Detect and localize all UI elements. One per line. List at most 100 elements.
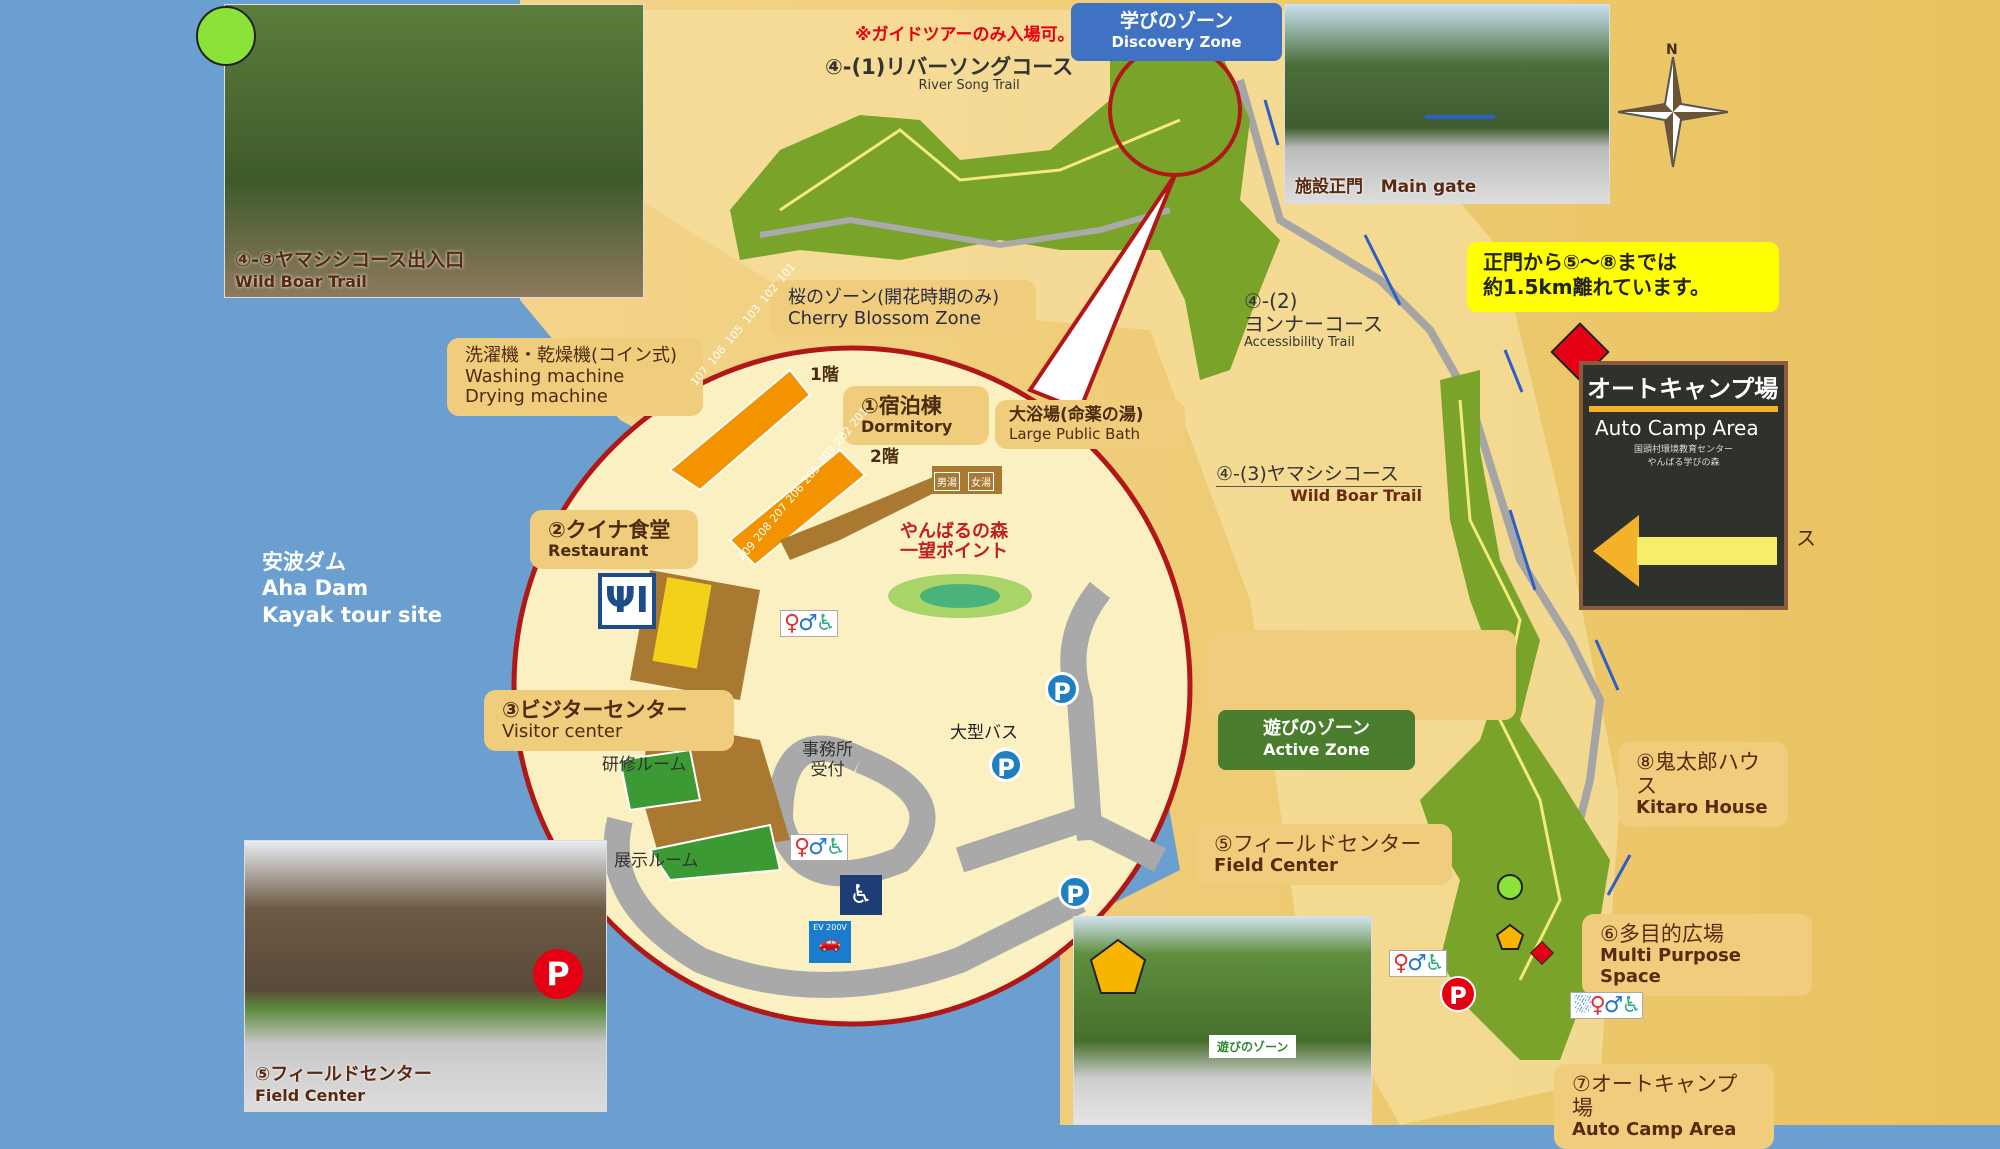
trail-jp: ④-(3)ヤマシシコース xyxy=(1216,463,1422,487)
arrow-left-shaft xyxy=(1637,537,1777,565)
parking-icon[interactable]: P xyxy=(1045,672,1079,706)
distance-note-line1: 正門から⑤～⑧までは xyxy=(1483,250,1677,274)
label-jp: 洗濯機・乾燥機(コイン式) xyxy=(465,345,678,366)
green-circle-marker xyxy=(196,6,256,66)
photo-caption-jp: ⑤フィールドセンター xyxy=(255,1064,432,1085)
exhibit-room-label: 展示ルーム xyxy=(614,851,699,871)
forest-east xyxy=(1420,370,1610,1060)
yellow-pentagon-icon xyxy=(1089,938,1147,994)
parking-icon[interactable]: P xyxy=(989,748,1023,782)
discovery-zone-badge: 学びのゾーン Discovery Zone xyxy=(1071,3,1282,61)
empty-label-box xyxy=(1208,630,1516,720)
trail-jp: ④-(1)リバーソングコース xyxy=(825,55,1074,79)
label-jp: 大浴場(命薬の湯) xyxy=(1009,405,1144,425)
label-en: Dormitory xyxy=(861,417,953,437)
exhibit-room xyxy=(648,823,782,882)
compass-rose-icon xyxy=(1617,56,1729,168)
ev-charger-icon: EV 200V🚗 xyxy=(809,921,851,963)
accessibility-trail-label: ④-(2) ヨンナーコース Accessibility Trail xyxy=(1244,290,1383,351)
photo-caption-en: Field Center xyxy=(255,1086,366,1105)
photo-main-gate: 施設正門 Main gate xyxy=(1284,4,1610,204)
aha-dam-jp: 安波ダム xyxy=(262,550,346,574)
restaurant-label: ②クイナ食堂 Restaurant xyxy=(530,510,698,569)
label-en: Field Center xyxy=(1214,855,1338,877)
kayak-tour-label: Kayak tour site xyxy=(262,602,442,627)
bath-sign-women: 女湯 xyxy=(968,472,994,491)
label-jp: ①宿泊棟 xyxy=(861,394,942,418)
office-label: 事務所 受付 xyxy=(802,740,853,781)
restaurant-icon: ΨІ xyxy=(598,573,656,629)
forest-north xyxy=(730,50,1280,380)
arrow-left-icon xyxy=(1593,515,1639,587)
wheelchair-icon: ♿ xyxy=(840,875,882,915)
discovery-zone-en: Discovery Zone xyxy=(1111,32,1242,51)
main-road xyxy=(1236,78,1605,961)
office-line2: 受付 xyxy=(810,760,845,781)
restroom-icon: ♀♂♿ xyxy=(780,610,838,637)
label-en: Kitaro House xyxy=(1636,797,1768,819)
stray-character: ス xyxy=(1796,526,1816,550)
bath-building xyxy=(932,466,1002,494)
training-room xyxy=(618,748,702,812)
trail-jp-number: ④-(2) xyxy=(1244,289,1298,313)
cherry-blossom-zone-label: 桜のゾーン(開花時期のみ) Cherry Blossom Zone xyxy=(770,280,1036,338)
distance-note: 正門から⑤～⑧までは 約1.5km離れています。 xyxy=(1467,242,1779,312)
label-jp: ③ビジターセンター xyxy=(502,698,688,722)
label-jp: ⑤フィールドセンター xyxy=(1214,832,1422,856)
aha-dam-label: 安波ダム Aha Dam Kayak tour site xyxy=(262,549,442,628)
sign-stripe xyxy=(1589,406,1778,412)
parking-icon[interactable]: P xyxy=(1058,875,1092,909)
label-en: Large Public Bath xyxy=(1009,424,1141,443)
label-jp: 桜のゾーン(開花時期のみ) xyxy=(788,287,1000,308)
label-jp: ⑥多目的広場 xyxy=(1600,922,1724,946)
label-en: Visitor center xyxy=(502,721,623,743)
kitaro-house-label: ⑧鬼太郎ハウス Kitaro House xyxy=(1618,742,1788,827)
photo-caption-jp: ④-③ヤマシシコース出入口 xyxy=(235,249,465,271)
restroom-icon: ♀♂♿ xyxy=(1389,950,1447,977)
photo-sign-text: 遊びのゾーン xyxy=(1209,1035,1297,1058)
active-zone-badge: 遊びのゾーン Active Zone xyxy=(1218,710,1415,770)
restroom-icon: ♀♂♿ xyxy=(790,834,848,861)
label-jp: ②クイナ食堂 xyxy=(548,518,671,542)
photo-caption-en: Main gate xyxy=(1380,177,1477,197)
label-jp: ⑧鬼太郎ハウス xyxy=(1636,750,1760,799)
viewpoint-label: やんばるの森 一望ポイント xyxy=(900,522,1008,562)
viewpoint-core xyxy=(920,584,1000,608)
label-jp: ⑦オートキャンプ場 xyxy=(1572,1072,1738,1121)
dormitory-label: ①宿泊棟 Dormitory xyxy=(843,386,989,445)
multi-purpose-space-label: ⑥多目的広場 Multi Purpose Space xyxy=(1582,914,1812,996)
label-en: Cherry Blossom Zone xyxy=(788,307,982,329)
auto-camp-area-label: ⑦オートキャンプ場 Auto Camp Area xyxy=(1554,1064,1774,1149)
office-line1: 事務所 xyxy=(802,740,853,760)
arrow-right-icon xyxy=(1425,115,1495,119)
field-center-label: ⑤フィールドセンター Field Center xyxy=(1196,824,1452,885)
sign-sub2: やんばる学びの森 xyxy=(1647,458,1720,468)
trail-jp: ヨンナーコース xyxy=(1244,312,1383,336)
direction-arrows xyxy=(1263,99,1632,896)
label-en: Multi Purpose Space xyxy=(1600,945,1741,987)
trail-en: River Song Trail xyxy=(918,78,1020,94)
visitor-center-label: ③ビジターセンター Visitor center xyxy=(484,690,734,751)
sign-title-en: Auto Camp Area xyxy=(1595,416,1759,440)
active-zone-jp: 遊びのゾーン xyxy=(1262,718,1371,739)
large-bus-label: 大型バス xyxy=(950,723,1018,743)
active-zone-en: Active Zone xyxy=(1263,739,1370,759)
discovery-zone-jp: 学びのゾーン xyxy=(1119,10,1234,32)
compass-north-label: N xyxy=(1666,42,1678,58)
label-en: Auto Camp Area xyxy=(1572,1119,1737,1141)
bath-sign-men: 男湯 xyxy=(934,472,960,491)
floor2-label: 2階 xyxy=(870,447,899,467)
washing-machine-label: 洗濯機・乾燥機(コイン式) Washing machine Drying mac… xyxy=(447,338,703,417)
facility-roads xyxy=(603,581,1166,998)
river-song-trail-label: ④-(1)リバーソングコース River Song Trail xyxy=(825,55,1073,94)
large-bath-label: 大浴場(命薬の湯) Large Public Bath xyxy=(995,400,1185,449)
sign-sub1: 国頭村環境教育センター xyxy=(1633,445,1733,455)
label-en: Restaurant xyxy=(548,541,649,561)
dormitory-building xyxy=(668,368,867,567)
trail-en: Wild Boar Trail xyxy=(1290,485,1422,505)
restaurant-hall xyxy=(652,577,712,669)
photo-active-zone-sign: 遊びのゾーン xyxy=(1073,916,1372,1125)
sign-title-jp: オートキャンプ場 xyxy=(1587,375,1779,403)
label-en1: Washing machine xyxy=(465,365,625,387)
